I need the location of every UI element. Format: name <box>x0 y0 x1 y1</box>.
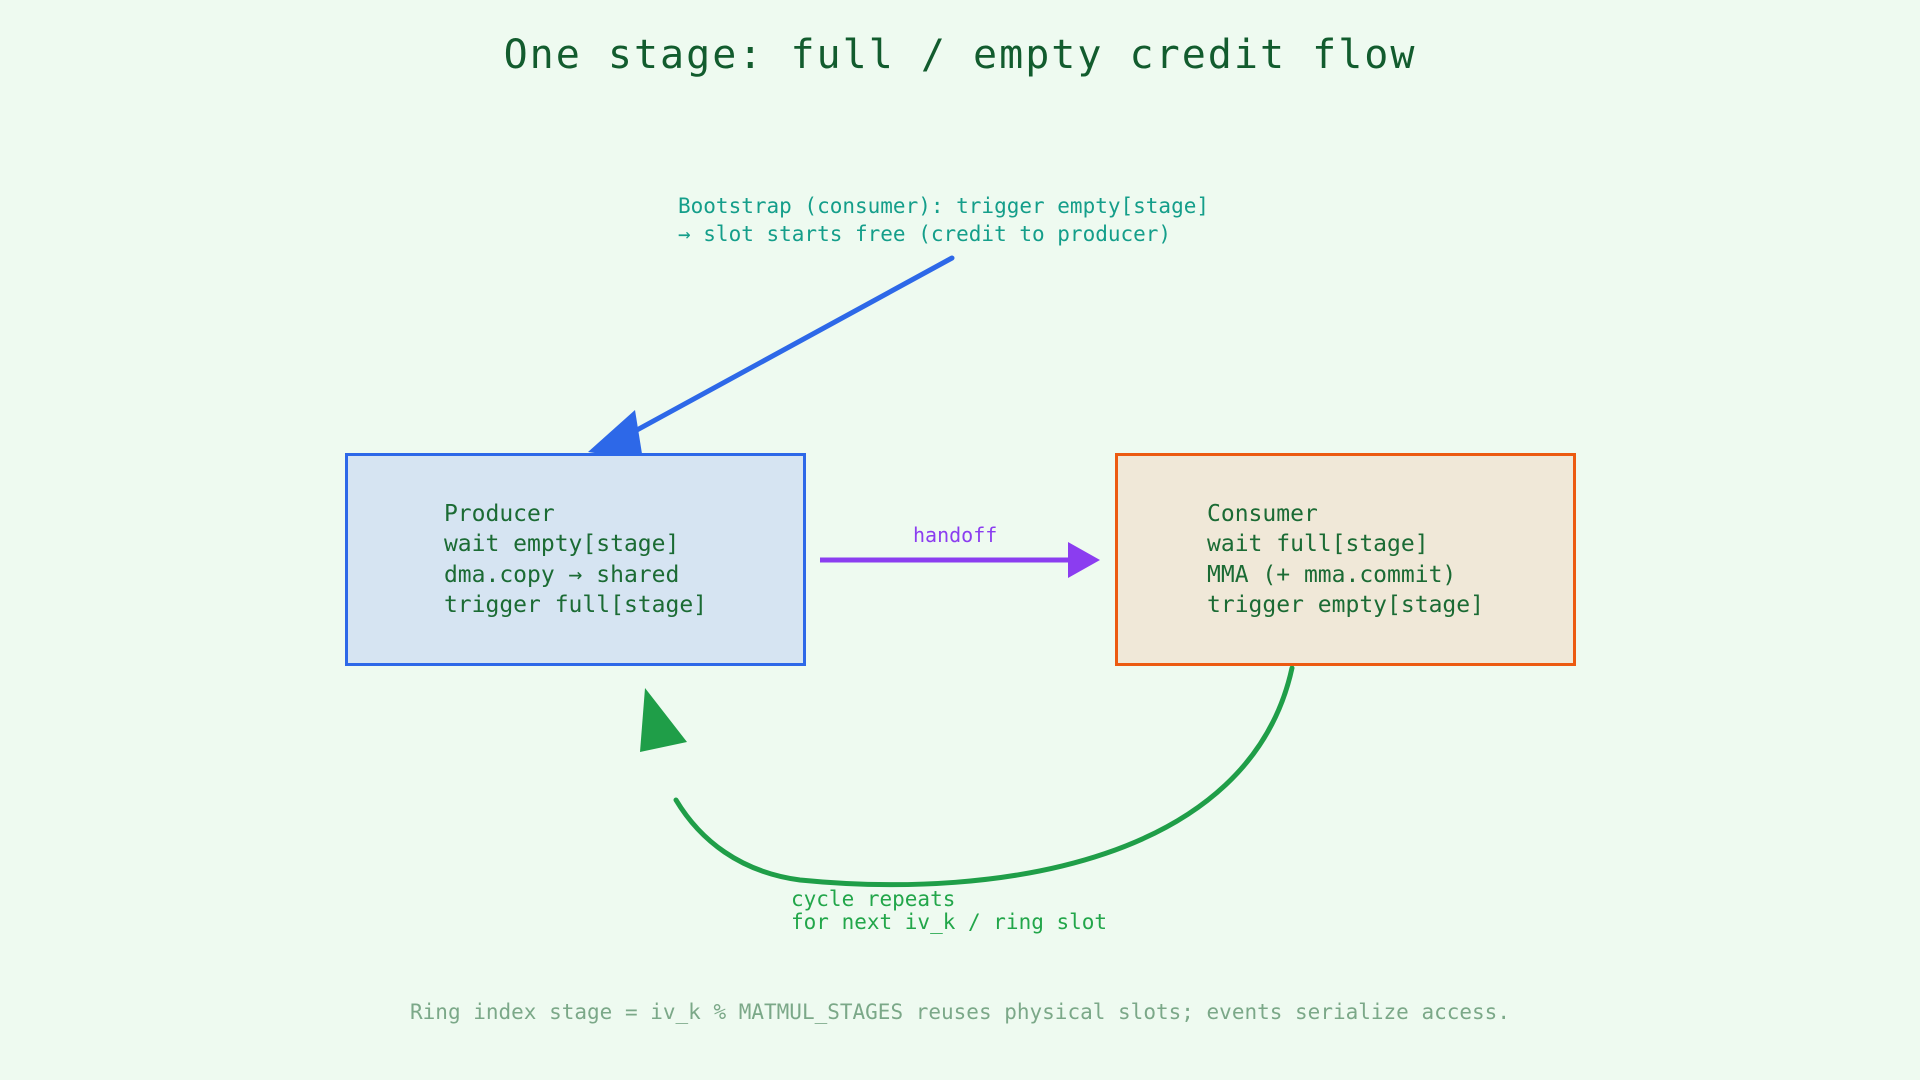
footer-caption: Ring index stage = iv_k % MATMUL_STAGES … <box>410 1000 1510 1024</box>
cycle-arrow <box>640 665 1295 888</box>
cycle-edge-label: cycle repeats for next iv_k / ring slot <box>791 887 1108 934</box>
consumer-node[interactable]: Consumer wait full[stage] MMA (+ mma.com… <box>1115 453 1576 666</box>
bootstrap-edge-label: Bootstrap (consumer): trigger empty[stag… <box>678 194 1210 246</box>
producer-node[interactable]: Producer wait empty[stage] dma.copy → sh… <box>345 453 806 666</box>
consumer-node-text: Consumer wait full[stage] MMA (+ mma.com… <box>1207 500 1484 619</box>
page-title: One stage: full / empty credit flow <box>503 32 1417 78</box>
handoff-edge-label: handoff <box>913 523 998 547</box>
producer-node-text: Producer wait empty[stage] dma.copy → sh… <box>443 500 708 619</box>
bootstrap-arrow <box>588 255 955 460</box>
handoff-arrow <box>820 542 1100 578</box>
